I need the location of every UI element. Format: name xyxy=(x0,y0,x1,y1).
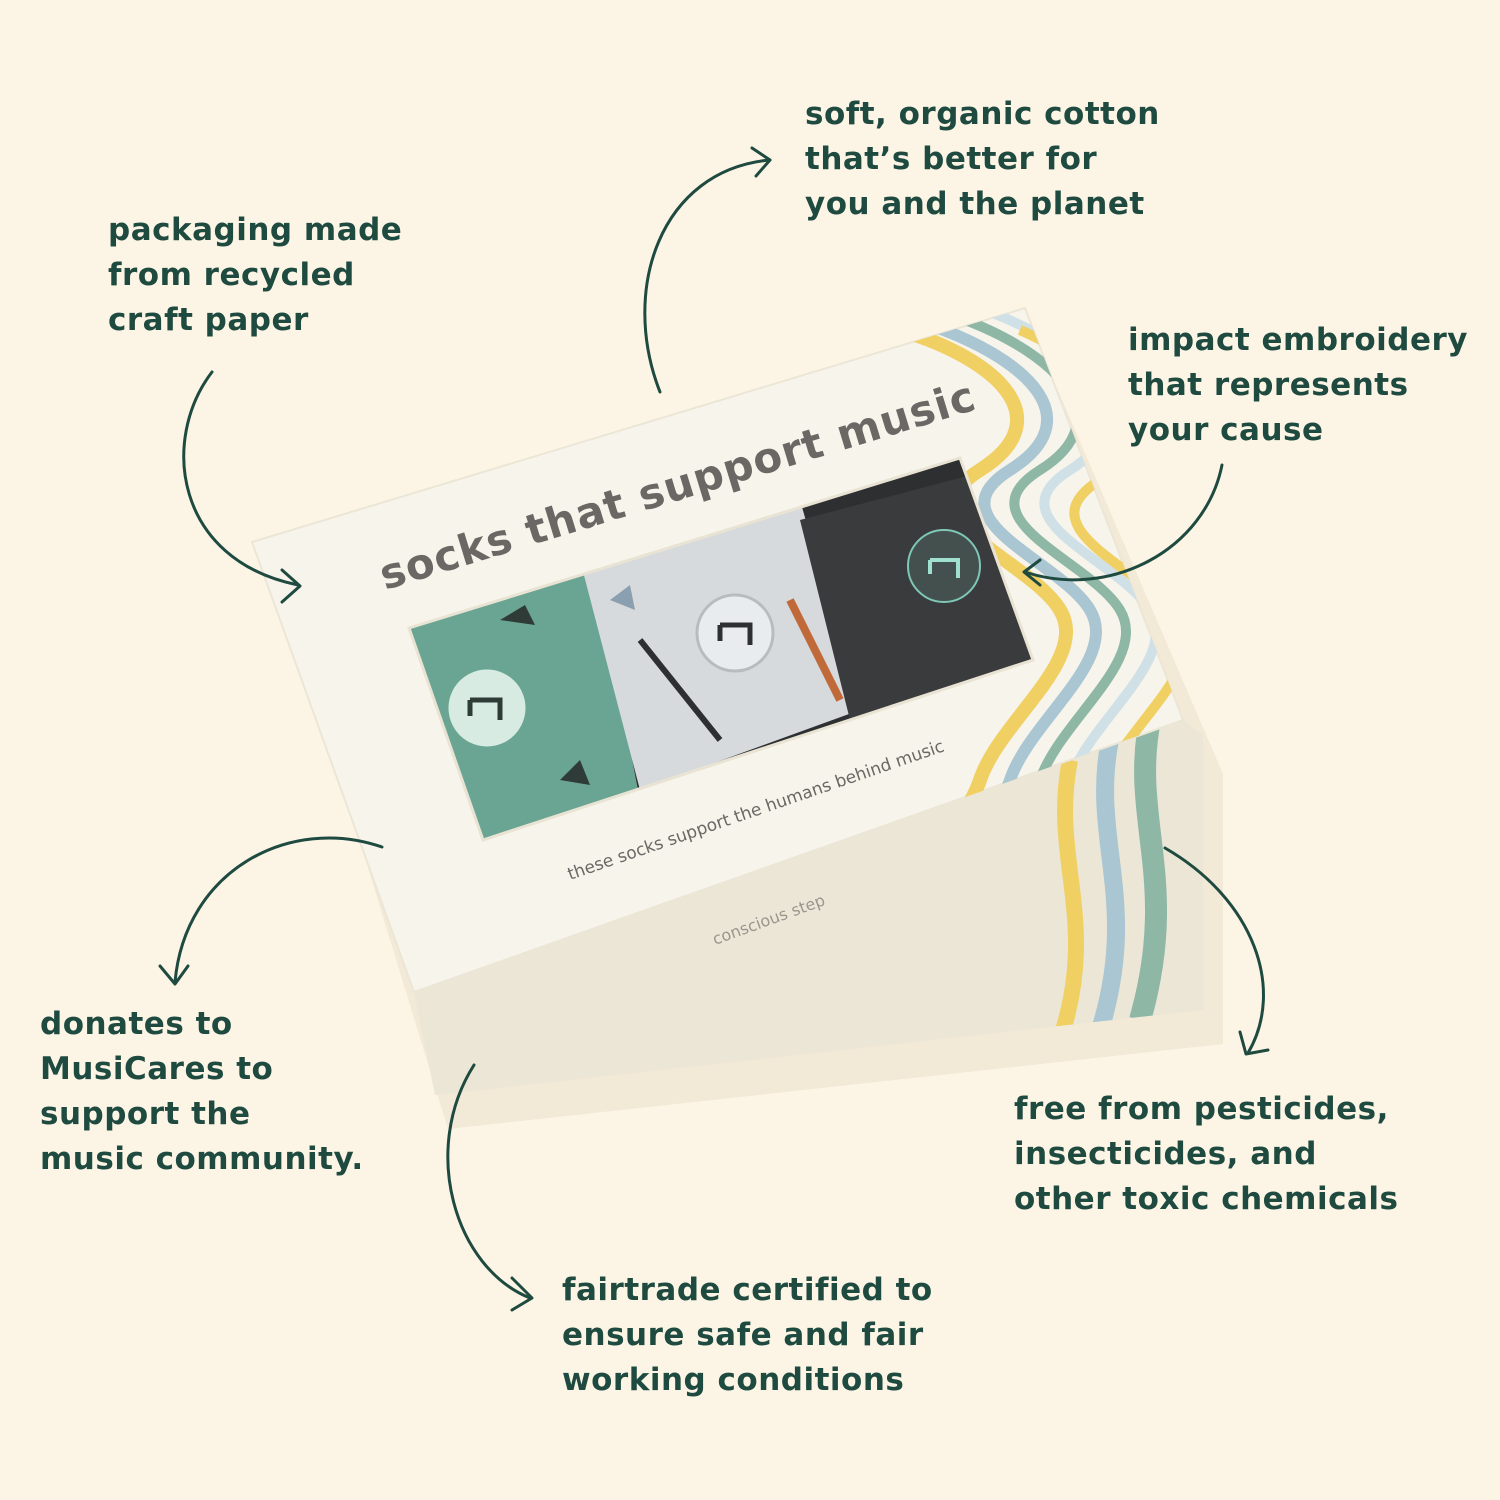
callout-line: support the xyxy=(40,1096,251,1132)
callout-line: craft paper xyxy=(108,302,309,338)
sock-window xyxy=(407,456,1035,842)
callout-line: free from pesticides, xyxy=(1014,1091,1389,1127)
callout-donates: donates to MusiCares to support the musi… xyxy=(40,1002,364,1182)
callout-line: ensure safe and fair xyxy=(562,1317,924,1353)
callout-line: soft, organic cotton xyxy=(805,96,1160,132)
callout-line: impact embroidery xyxy=(1128,322,1468,358)
callout-line: your cause xyxy=(1128,412,1324,448)
music-note-badge-icon xyxy=(907,529,981,603)
callout-packaging: packaging made from recycled craft paper xyxy=(108,208,402,343)
callout-pesticides: free from pesticides, insecticides, and … xyxy=(1014,1087,1398,1222)
callout-line: insecticides, and xyxy=(1014,1136,1317,1172)
callout-line: packaging made xyxy=(108,212,403,248)
callout-fairtrade: fairtrade certified to ensure safe and f… xyxy=(562,1268,933,1403)
sock-charcoal xyxy=(800,470,1033,720)
callout-line: fairtrade certified to xyxy=(562,1272,933,1308)
callout-cotton: soft, organic cotton that’s better for y… xyxy=(805,92,1160,227)
box-front-face xyxy=(414,720,1203,1095)
arrow-icon xyxy=(1163,846,1270,1056)
callout-embroidery: impact embroidery that represents your c… xyxy=(1128,318,1468,453)
arrow-icon xyxy=(158,836,384,986)
callout-line: other toxic chemicals xyxy=(1014,1181,1399,1217)
arrow-icon xyxy=(1022,463,1224,587)
callout-line: from recycled xyxy=(108,257,355,293)
callout-line: MusiCares to xyxy=(40,1051,274,1087)
music-note-badge-icon xyxy=(695,593,775,673)
callout-line: that represents xyxy=(1128,367,1409,403)
arrow-icon xyxy=(643,146,772,394)
music-note-badge-icon xyxy=(445,666,529,750)
arrow-icon xyxy=(182,370,302,604)
callout-line: working conditions xyxy=(562,1362,905,1398)
callout-line: music community. xyxy=(40,1141,364,1177)
callout-line: that’s better for xyxy=(805,141,1098,177)
arrow-icon xyxy=(446,1063,534,1312)
sock-grey xyxy=(580,500,860,790)
callout-line: donates to xyxy=(40,1006,233,1042)
callout-line: you and the planet xyxy=(805,186,1145,222)
